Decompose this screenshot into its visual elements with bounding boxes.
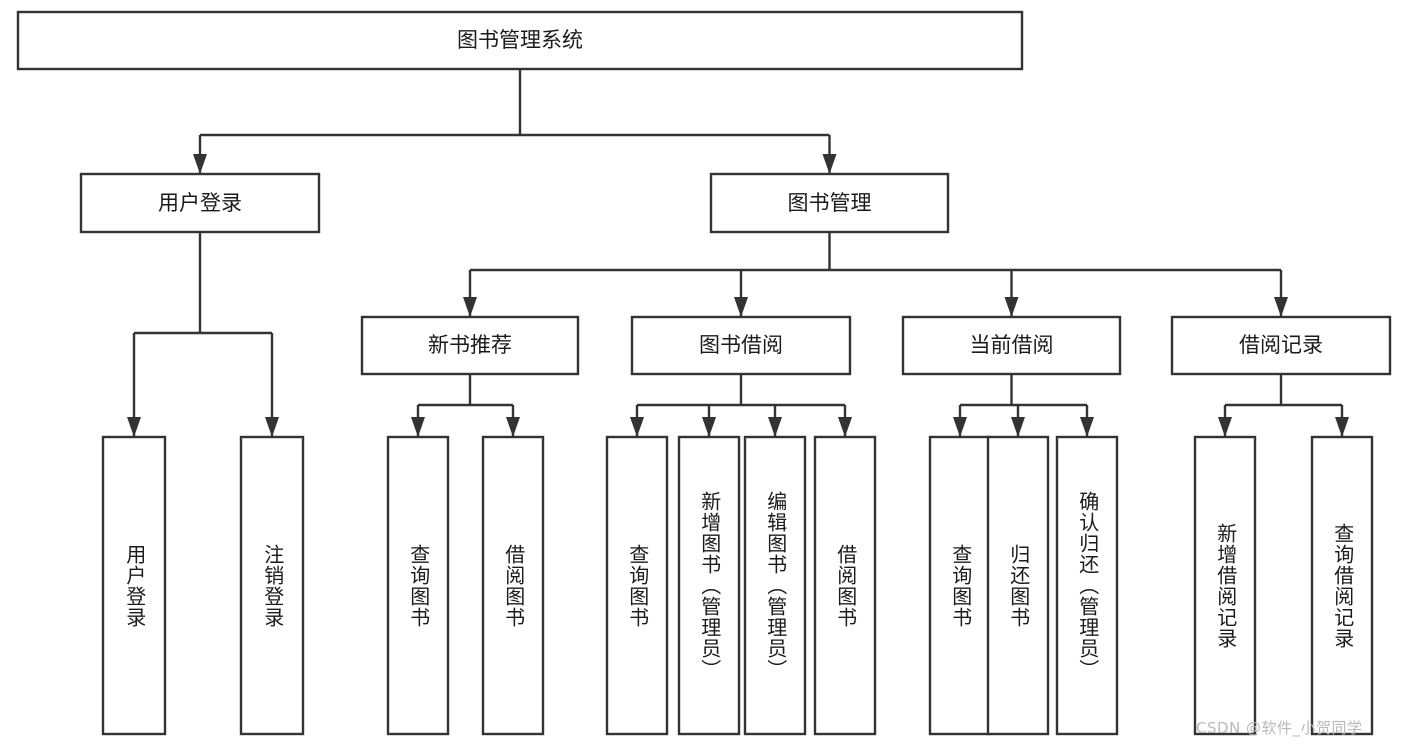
arrow-book_manage-current_borrow — [1004, 297, 1019, 317]
node-box-leaf_add_book[interactable] — [677, 435, 741, 736]
arrow-new_book_rec-leaf_borrow_book_a — [506, 417, 520, 437]
arrow-borrow_record-leaf_add_record — [1218, 417, 1232, 437]
node-box-book_manage[interactable] — [709, 172, 950, 234]
arrow-book_manage-book_borrow — [734, 297, 748, 317]
node-box-book_borrow[interactable] — [630, 315, 852, 376]
node-box-root[interactable] — [16, 10, 1024, 71]
node-box-leaf_return_book[interactable] — [986, 435, 1050, 736]
arrow-current_borrow-leaf_return_book — [1011, 417, 1025, 437]
node-box-borrow_record[interactable] — [1170, 315, 1392, 376]
arrow-book_manage-new_book_rec — [463, 297, 477, 317]
node-box-leaf_add_record[interactable] — [1193, 435, 1257, 736]
node-box-leaf_edit_book[interactable] — [743, 435, 807, 736]
node-box-leaf_borrow_book_b[interactable] — [813, 435, 877, 736]
arrow-current_borrow-leaf_confirm_return — [1080, 417, 1094, 437]
node-box-new_book_rec[interactable] — [360, 315, 580, 376]
node-box-leaf_borrow_book_a[interactable] — [481, 435, 545, 736]
arrow-book_borrow-leaf_query_book_b — [630, 417, 644, 437]
node-box-user_login[interactable] — [79, 172, 321, 234]
node-box-leaf_logout[interactable] — [239, 435, 305, 736]
arrow-user_login-leaf_user_login — [127, 417, 141, 437]
arrow-book_borrow-leaf_add_book — [702, 417, 716, 437]
arrow-new_book_rec-leaf_query_book_a — [411, 417, 425, 437]
node-box-leaf_user_login[interactable] — [101, 435, 167, 736]
node-box-leaf_query_book_b[interactable] — [605, 435, 669, 736]
node-box-leaf_query_record[interactable] — [1310, 435, 1374, 736]
arrow-book_manage-borrow_record — [1274, 297, 1288, 317]
node-box-leaf_query_book_a[interactable] — [386, 435, 450, 736]
node-box-leaf_confirm_return[interactable] — [1055, 435, 1119, 736]
connector-layer — [127, 69, 1349, 437]
csdn-watermark: CSDN @软件_小贺同学 — [1196, 719, 1363, 737]
arrow-root-user_login — [193, 154, 207, 174]
node-box-leaf_query_book_c[interactable] — [928, 435, 992, 736]
arrow-current_borrow-leaf_query_book_c — [953, 417, 967, 437]
arrow-book_borrow-leaf_borrow_book_b — [838, 417, 852, 437]
arrow-user_login-leaf_logout — [265, 417, 279, 437]
arrow-book_borrow-leaf_edit_book — [768, 417, 782, 437]
arrow-root-book_manage — [822, 154, 837, 174]
node-box-current_borrow[interactable] — [901, 315, 1122, 376]
node-box-layer — [16, 10, 1392, 736]
arrow-borrow_record-leaf_query_record — [1335, 417, 1349, 437]
